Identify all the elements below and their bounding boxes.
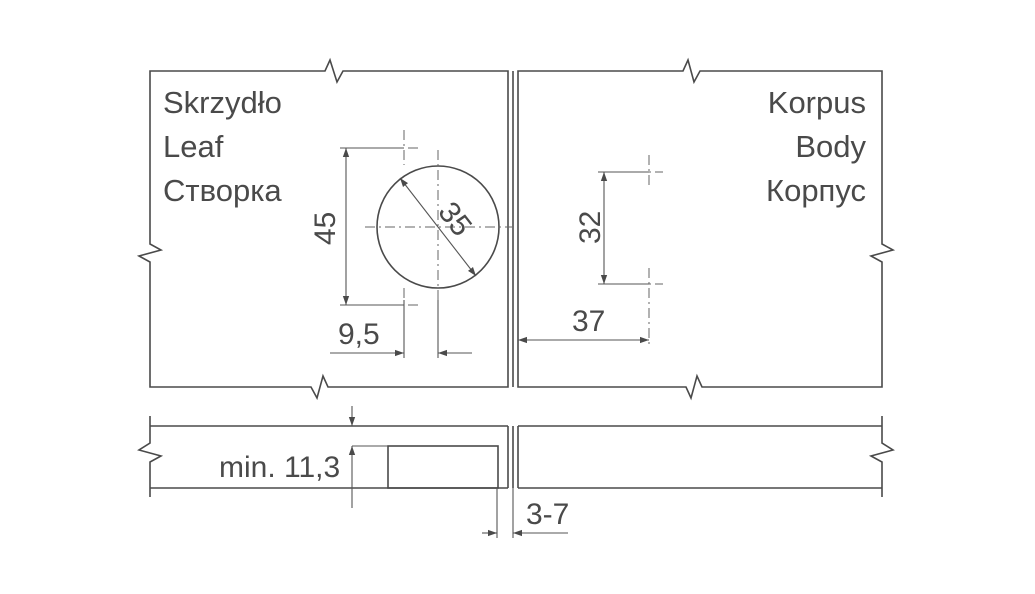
dimension-hole-spacing: 45 bbox=[309, 212, 342, 245]
dimension-32-lines bbox=[598, 171, 649, 285]
body-label-ru: Корпус bbox=[766, 173, 866, 208]
dimension-body-offset: 37 bbox=[572, 305, 605, 338]
body-screw-hole-centers bbox=[635, 155, 663, 345]
dimension-edge-offset: 9,5 bbox=[338, 318, 380, 351]
body-panel bbox=[517, 57, 896, 401]
dimension-gap: 3-7 bbox=[526, 498, 569, 531]
hinge-cup-hole bbox=[365, 150, 512, 300]
leaf-label-en: Leaf bbox=[163, 129, 224, 164]
dimension-9-5-lines bbox=[330, 300, 472, 358]
cup-pocket bbox=[387, 445, 499, 489]
dimension-min-depth: min. 11,3 bbox=[219, 451, 340, 484]
leaf-panel bbox=[136, 57, 509, 401]
dimension-min-depth-lines bbox=[348, 406, 388, 508]
body-label-en: Body bbox=[795, 129, 866, 164]
leaf-label-ru: Створка bbox=[163, 173, 282, 208]
dimension-body-spacing: 32 bbox=[574, 211, 607, 244]
body-label-pl: Korpus bbox=[768, 85, 866, 120]
leaf-label-pl: Skrzydło bbox=[163, 85, 282, 120]
dimension-gap-lines bbox=[482, 488, 568, 538]
body-section bbox=[512, 416, 895, 497]
dimension-45-lines bbox=[340, 147, 404, 306]
